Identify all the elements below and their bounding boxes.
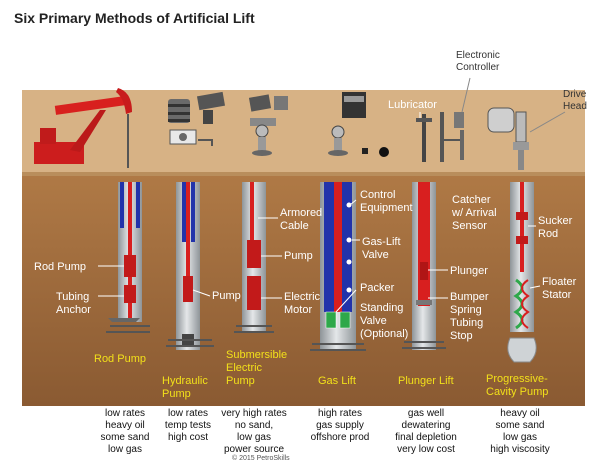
- method-notes-rod-pump: low rates heavy oil some sand low gas: [101, 408, 150, 455]
- electronic-controller-label: Electronic: [456, 50, 500, 61]
- bumper-spring-callout: Bumper: [450, 291, 489, 303]
- method-notes-pcp: heavy oil some sand low gas high viscosi…: [490, 408, 549, 455]
- pump-jack-icon: [34, 88, 132, 168]
- well-rod-pump: [106, 182, 150, 333]
- gas-lift-valve-callout: Valve: [362, 249, 389, 261]
- well-gas-lift: [310, 182, 366, 351]
- method-name-esp: Pump: [226, 375, 255, 387]
- method-name-pcp: Progressive-: [486, 373, 548, 385]
- drive-head-label: Drive: [563, 89, 587, 100]
- well-hydraulic-pump: [166, 182, 214, 350]
- method-name-hydraulic-pump: Pump: [162, 388, 191, 400]
- well-plunger-lift: [402, 182, 446, 350]
- page-title: Six Primary Methods of Artificial Lift: [14, 10, 255, 26]
- control-equipment-callout: Equipment: [360, 202, 413, 214]
- svg-text:high cost: high cost: [168, 432, 208, 443]
- catcher-callout: Catcher: [452, 194, 491, 206]
- svg-text:gas supply: gas supply: [316, 420, 364, 431]
- svg-text:final depletion: final depletion: [395, 432, 457, 443]
- hydraulic-surface-unit-icon: [168, 91, 226, 146]
- svg-text:low rates: low rates: [168, 408, 208, 419]
- tubing-stop-callout: Tubing: [450, 317, 483, 329]
- method-name-rod-pump: Rod Pump: [94, 353, 146, 365]
- standing-valve-callout: Valve: [360, 315, 387, 327]
- method-name-gas-lift: Gas Lift: [318, 375, 356, 387]
- method-notes-gas-lift: high rates gas supply offshore prod: [311, 408, 370, 443]
- pump-callout: Pump: [212, 290, 241, 302]
- method-name-pcp: Cavity Pump: [486, 386, 548, 398]
- svg-text:low gas: low gas: [237, 432, 271, 443]
- armored-cable-callout: Cable: [280, 220, 309, 232]
- electric-motor-callout: Motor: [284, 304, 312, 316]
- subsurface-earth: [22, 170, 585, 406]
- rod-pump-callout: Rod Pump: [34, 261, 86, 273]
- tubing-stop-callout: Stop: [450, 330, 473, 342]
- floater-stator-callout: Stator: [542, 289, 572, 301]
- svg-text:heavy oil: heavy oil: [500, 408, 539, 419]
- copyright-text: © 2015 PetroSkills: [232, 454, 290, 462]
- electronic-controller-label: Controller: [456, 62, 500, 73]
- gas-lift-surface-icon: [328, 92, 389, 157]
- well-progressive-cavity-pump: [507, 182, 537, 363]
- gas-lift-valve-callout: Gas-Lift: [362, 236, 401, 248]
- ground-surface: [22, 90, 585, 172]
- svg-text:some sand: some sand: [101, 432, 150, 443]
- svg-text:temp tests: temp tests: [165, 420, 211, 431]
- catcher-callout: Sensor: [452, 220, 487, 232]
- method-notes-hydraulic-pump: low rates temp tests high cost: [165, 408, 211, 443]
- drive-head-icon: [487, 107, 529, 170]
- tubing-anchor-callout: Anchor: [56, 304, 91, 316]
- plunger-callout: Plunger: [450, 265, 488, 277]
- catcher-callout: w/ Arrival: [451, 207, 497, 219]
- well-submersible-electric-pump: [234, 182, 274, 333]
- svg-text:very high rates: very high rates: [221, 408, 287, 419]
- svg-text:low gas: low gas: [108, 444, 142, 455]
- pump-callout: Pump: [284, 250, 313, 262]
- lubricator-label: Lubricator: [388, 99, 437, 111]
- standing-valve-callout: Standing: [360, 302, 403, 314]
- svg-text:heavy oil: heavy oil: [105, 420, 144, 431]
- control-equipment-callout: Control: [360, 189, 395, 201]
- armored-cable-callout: Armored: [280, 207, 322, 219]
- method-name-hydraulic-pump: Hydraulic: [162, 375, 208, 387]
- svg-text:no sand,: no sand,: [235, 420, 273, 431]
- svg-text:dewatering: dewatering: [402, 420, 451, 431]
- sucker-rod-callout: Rod: [538, 228, 558, 240]
- svg-text:some sand: some sand: [496, 420, 545, 431]
- floater-stator-callout: Floater: [542, 276, 577, 288]
- svg-text:low rates: low rates: [105, 408, 145, 419]
- svg-text:offshore prod: offshore prod: [311, 432, 370, 443]
- svg-text:gas well: gas well: [408, 408, 444, 419]
- svg-text:very low cost: very low cost: [397, 444, 455, 455]
- drive-head-label: Head: [563, 101, 587, 112]
- svg-text:high rates: high rates: [318, 408, 362, 419]
- svg-text:low gas: low gas: [503, 432, 537, 443]
- svg-text:high viscosity: high viscosity: [490, 444, 549, 455]
- tubing-anchor-callout: Tubing: [56, 291, 89, 303]
- electric-motor-callout: Electric: [284, 291, 321, 303]
- sucker-rod-callout: Sucker: [538, 215, 573, 227]
- lubricator-icon: [416, 112, 464, 162]
- method-notes-plunger-lift: gas well dewatering final depletion very…: [395, 408, 457, 455]
- esp-surface-unit-icon: [248, 94, 288, 156]
- standing-valve-callout: (Optional): [360, 328, 408, 340]
- svg-text:power source: power source: [224, 444, 284, 455]
- method-name-esp: Electric: [226, 362, 263, 374]
- method-name-esp: Submersible: [226, 349, 287, 361]
- packer-callout: Packer: [360, 282, 395, 294]
- method-notes-esp: very high rates no sand, low gas power s…: [221, 408, 287, 455]
- method-name-plunger-lift: Plunger Lift: [398, 375, 454, 387]
- bumper-spring-callout: Spring: [450, 304, 482, 316]
